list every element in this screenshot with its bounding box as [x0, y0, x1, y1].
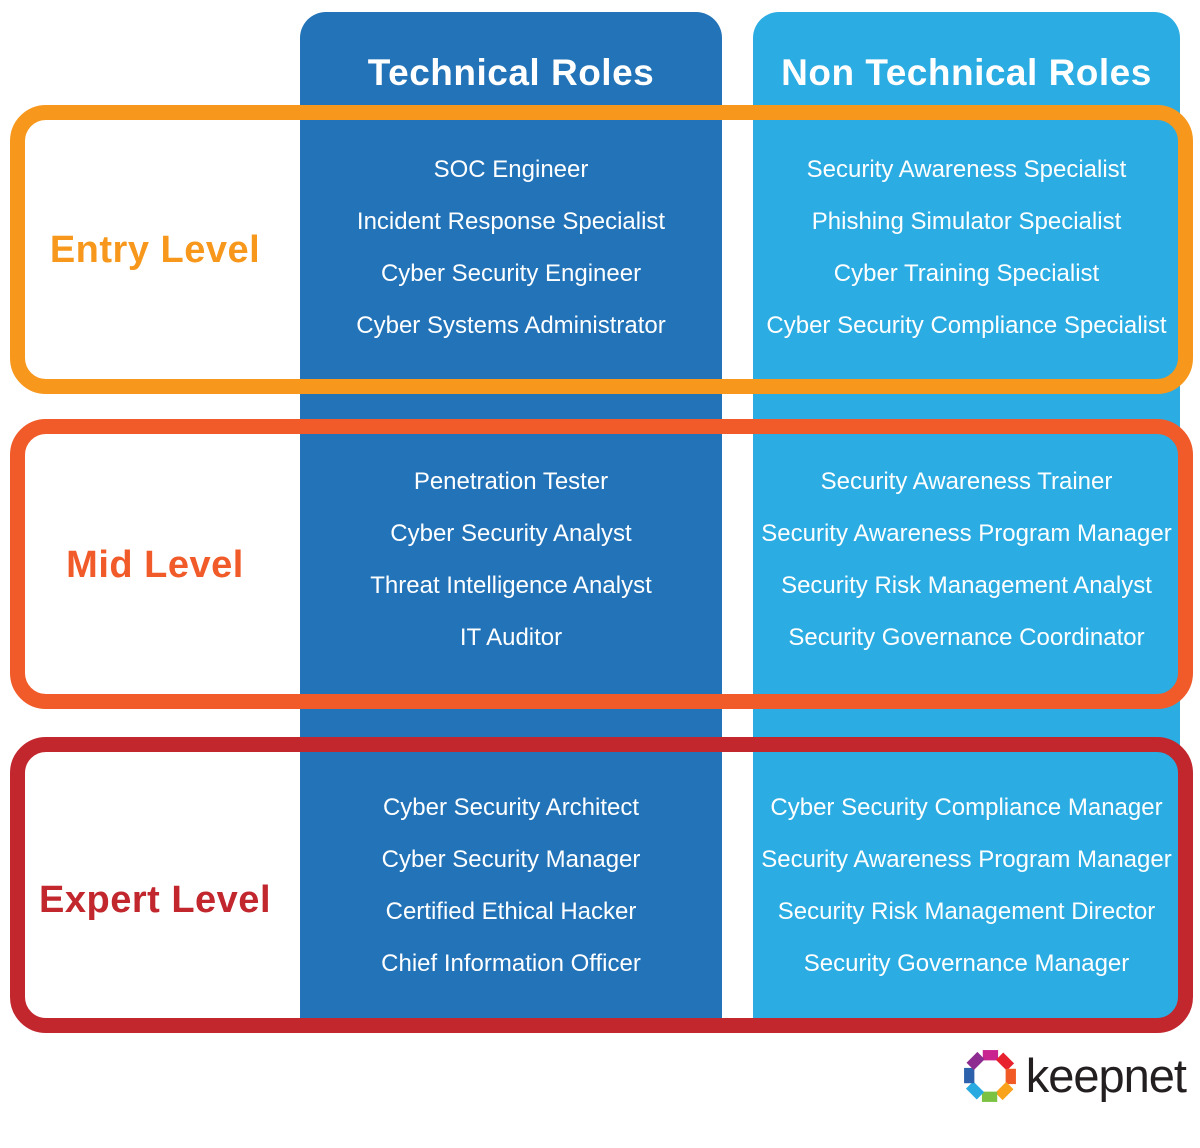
entry-level-label: Entry Level [49, 229, 261, 271]
entry-technical-roles-list: SOC Engineer Incident Response Specialis… [300, 156, 722, 340]
expert-level-label: Expert Level [39, 879, 271, 921]
role-item: Threat Intelligence Analyst [370, 572, 652, 599]
keepnet-ring-icon [963, 1050, 1016, 1102]
mid-level-band-outline [10, 419, 1193, 709]
role-item: IT Auditor [459, 624, 563, 651]
role-item: Cyber Security Manager [381, 846, 641, 873]
role-item: Security Risk Management Director [777, 898, 1156, 925]
role-item: Security Awareness Program Manager [761, 846, 1172, 873]
non-technical-roles-column: Non Technical Roles [753, 12, 1180, 1020]
role-item: Security Governance Manager [803, 950, 1130, 977]
mid-level-label: Mid Level [66, 544, 244, 586]
role-item: Security Awareness Trainer [820, 468, 1113, 495]
keepnet-logo-text: keepnet [1025, 1049, 1187, 1102]
technical-roles-column: Technical Roles [300, 12, 722, 1020]
role-item: Cyber Security Analyst [390, 520, 632, 547]
role-item: Cyber Training Specialist [833, 260, 1100, 287]
role-item: Incident Response Specialist [356, 208, 666, 235]
entry-level-band-outline [10, 105, 1193, 394]
expert-non-technical-roles-list: Cyber Security Compliance Manager Securi… [753, 794, 1180, 978]
mid-non-technical-roles-list: Security Awareness Trainer Security Awar… [753, 468, 1180, 652]
role-item: Cyber Security Engineer [380, 260, 642, 287]
keepnet-logo: keepnet [960, 1046, 1187, 1106]
role-item: Security Awareness Specialist [806, 156, 1127, 183]
role-item: Cyber Security Compliance Specialist [766, 312, 1167, 339]
role-item: Penetration Tester [413, 468, 609, 495]
entry-non-technical-roles-list: Security Awareness Specialist Phishing S… [753, 156, 1180, 340]
mid-technical-roles-list: Penetration Tester Cyber Security Analys… [300, 468, 722, 652]
role-item: Cyber Security Architect [382, 794, 640, 821]
role-item: Security Awareness Program Manager [761, 520, 1172, 547]
role-item: Cyber Systems Administrator [356, 312, 666, 339]
role-item: Security Risk Management Analyst [781, 572, 1152, 599]
role-item: Security Governance Coordinator [788, 624, 1145, 651]
role-item: Certified Ethical Hacker [385, 898, 637, 925]
non-technical-roles-header: Non Technical Roles [781, 52, 1152, 93]
role-item: Cyber Security Compliance Manager [770, 794, 1163, 821]
technical-roles-header: Technical Roles [367, 52, 655, 93]
role-item: SOC Engineer [433, 156, 589, 183]
role-item: Phishing Simulator Specialist [811, 208, 1122, 235]
expert-level-band-outline [10, 737, 1193, 1033]
expert-technical-roles-list: Cyber Security Architect Cyber Security … [300, 794, 722, 978]
role-item: Chief Information Officer [381, 950, 641, 977]
